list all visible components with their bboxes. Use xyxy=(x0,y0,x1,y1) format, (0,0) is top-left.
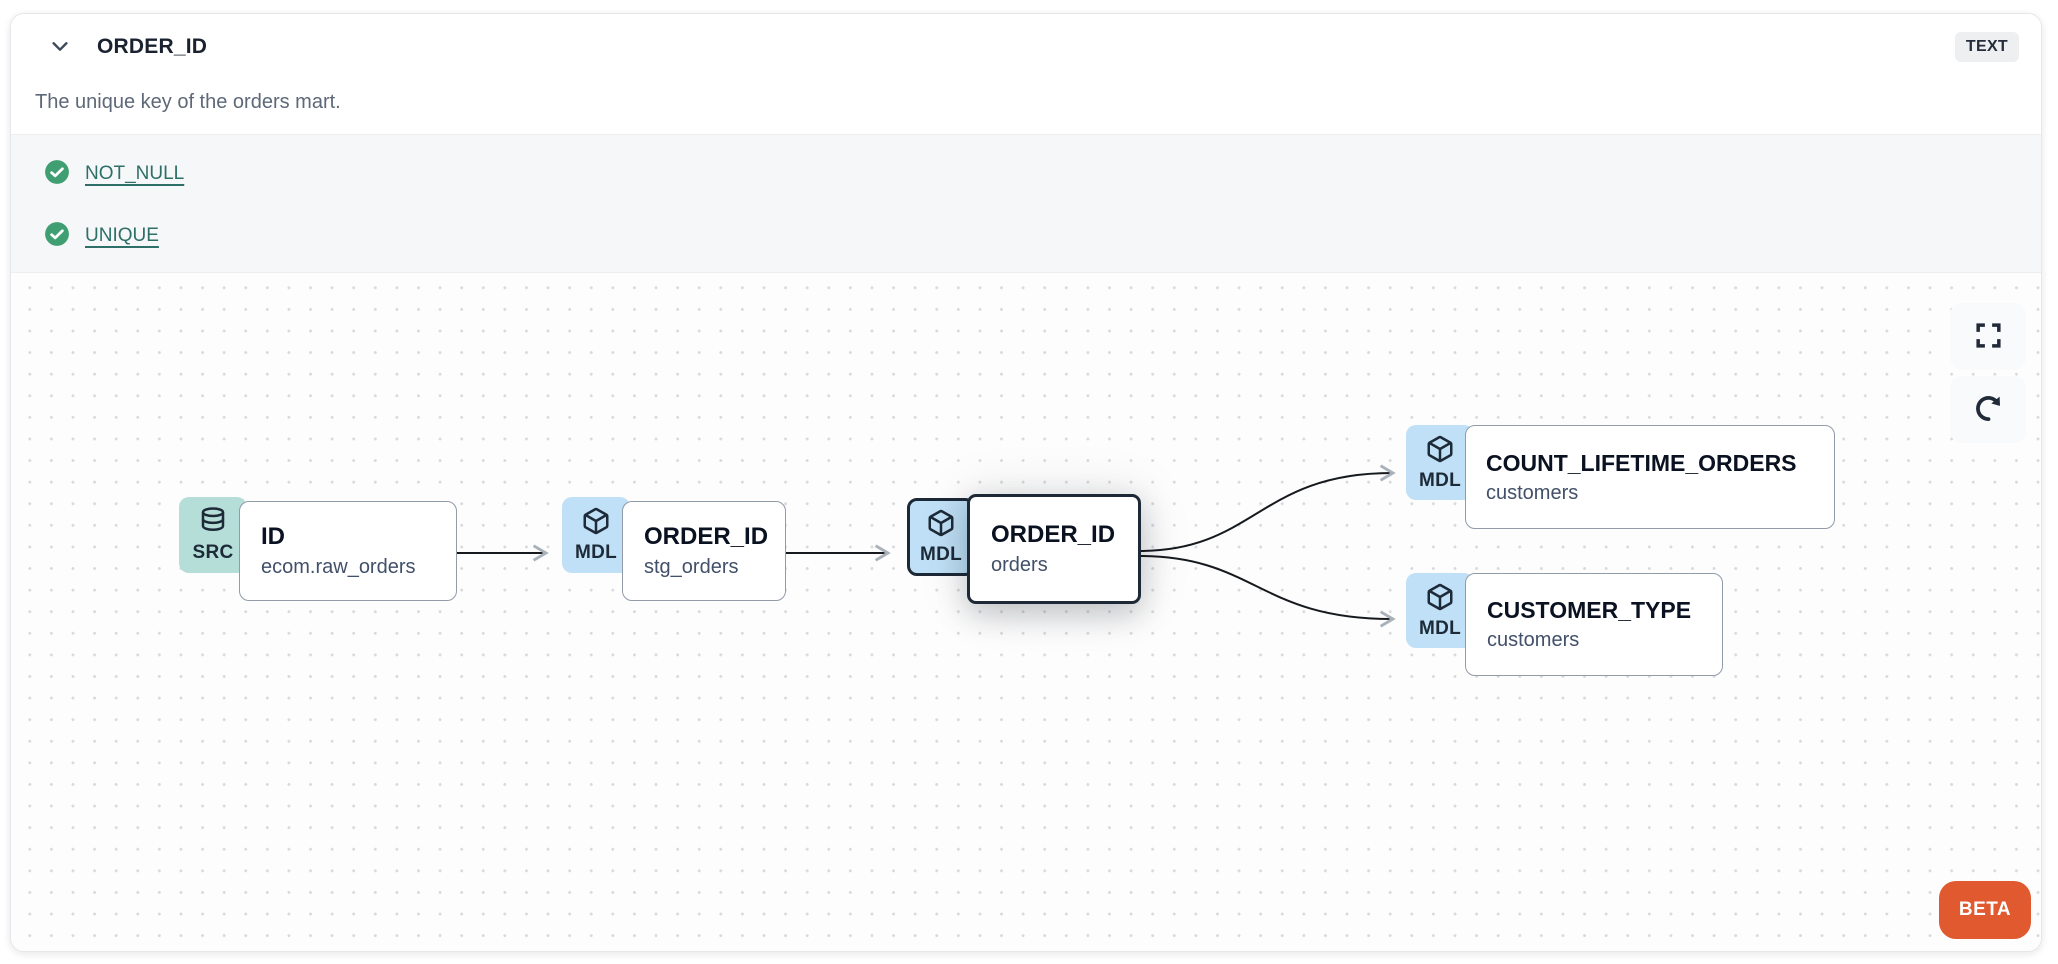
node-title: ORDER_ID xyxy=(644,523,769,550)
column-title: ORDER_ID xyxy=(97,35,208,58)
node-type-label: SRC xyxy=(192,542,234,563)
lineage-edges xyxy=(455,464,1396,628)
node-type-label: MDL xyxy=(574,542,618,563)
column-description: The unique key of the orders mart. xyxy=(35,91,341,113)
test-row-not-null: NOT_NULL xyxy=(44,159,2041,190)
column-details-panel: ORDER_ID The unique key of the orders ma… xyxy=(10,13,2042,952)
node-card[interactable]: CUSTOMER_TYPE customers xyxy=(1465,573,1723,676)
cube-icon xyxy=(1425,582,1455,617)
node-type-badge: MDL xyxy=(562,497,630,573)
node-type-badge: MDL xyxy=(1406,425,1474,500)
node-type-badge: MDL xyxy=(907,498,975,576)
check-circle-icon xyxy=(44,159,70,190)
test-link-unique[interactable]: UNIQUE xyxy=(85,225,159,246)
node-title: CUSTOMER_TYPE xyxy=(1487,597,1692,623)
node-title: ORDER_ID xyxy=(991,521,1116,548)
cube-icon xyxy=(1425,434,1455,469)
node-subtitle: customers xyxy=(1487,629,1580,651)
node-type-badge: MDL xyxy=(1406,573,1474,648)
node-subtitle: customers xyxy=(1486,481,1579,504)
node-type-badge: SRC xyxy=(179,497,247,573)
edge-orders-to-customer-type xyxy=(1138,555,1396,628)
test-row-unique: UNIQUE xyxy=(44,221,2041,252)
node-type-label: MDL xyxy=(1418,617,1462,639)
node-type-label: MDL xyxy=(1418,469,1462,491)
fullscreen-button[interactable] xyxy=(1950,303,2026,370)
check-circle-icon xyxy=(44,221,70,252)
cube-icon xyxy=(581,506,611,541)
fullscreen-icon xyxy=(1973,320,2004,354)
panel-header: ORDER_ID The unique key of the orders ma… xyxy=(11,14,2041,134)
node-subtitle: orders xyxy=(991,554,1048,576)
node-card[interactable]: COUNT_LIFETIME_ORDERS customers xyxy=(1465,425,1835,529)
node-type-label: MDL xyxy=(919,544,963,565)
node-card[interactable]: ORDER_ID stg_orders xyxy=(622,501,786,601)
node-subtitle: ecom.raw_orders xyxy=(261,556,416,578)
lineage-canvas[interactable]: SRC ID ecom.raw_orders MDL ORDE xyxy=(11,273,2041,951)
database-icon xyxy=(198,506,228,541)
node-subtitle: stg_orders xyxy=(644,556,739,578)
node-title: COUNT_LIFETIME_ORDERS xyxy=(1486,449,1797,476)
test-link-not-null[interactable]: NOT_NULL xyxy=(85,163,185,184)
column-type-badge: TEXT xyxy=(1954,32,2019,62)
tests-section: NOT_NULL UNIQUE xyxy=(11,134,2041,273)
refresh-button[interactable] xyxy=(1950,376,2026,443)
node-card[interactable]: ORDER_ID orders xyxy=(967,494,1141,604)
collapse-chevron-button[interactable] xyxy=(47,34,73,60)
node-title: ID xyxy=(261,523,285,550)
chevron-down-icon xyxy=(49,35,71,60)
beta-badge: BETA xyxy=(1939,881,2031,939)
node-card[interactable]: ID ecom.raw_orders xyxy=(239,501,457,601)
refresh-icon xyxy=(1973,393,2004,427)
edge-orders-to-count xyxy=(1138,464,1396,552)
cube-icon xyxy=(926,508,956,543)
